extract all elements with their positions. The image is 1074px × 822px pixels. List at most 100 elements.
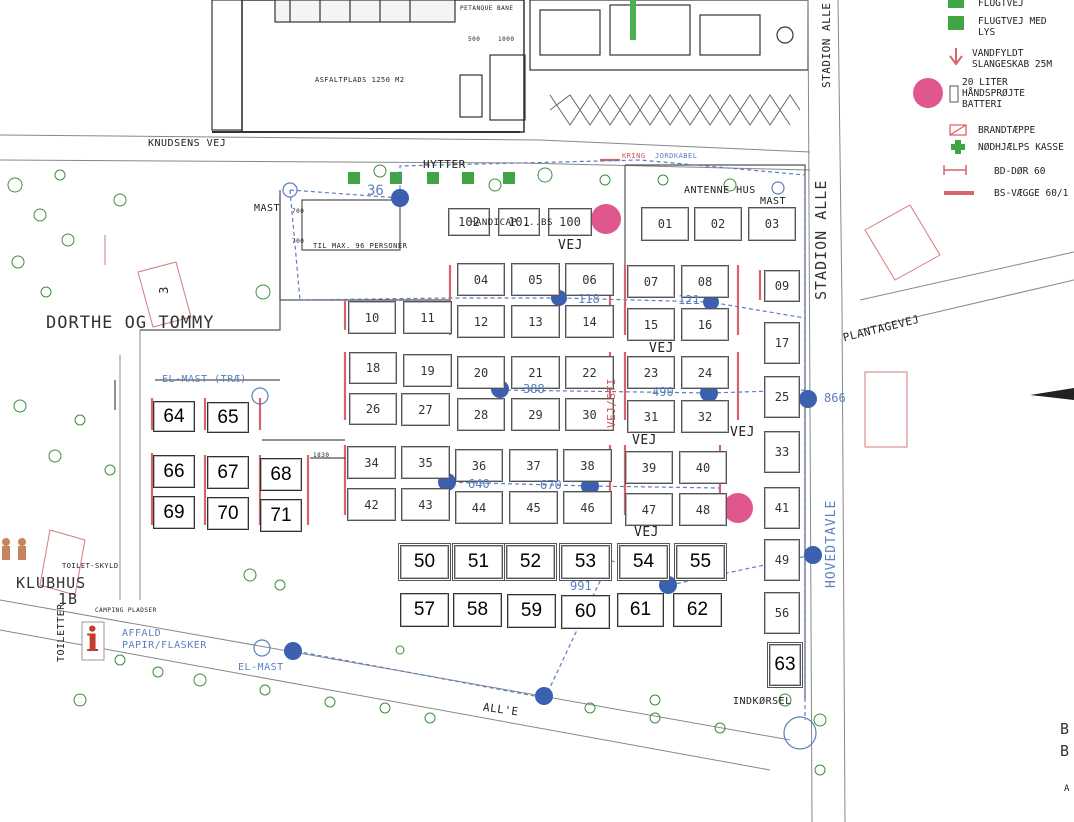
- pitch-11[interactable]: 11: [403, 301, 452, 334]
- pitch-15[interactable]: 15: [627, 308, 675, 341]
- pitch-08[interactable]: 08: [681, 265, 729, 298]
- pitch-58[interactable]: 58: [453, 593, 502, 627]
- pitch-100[interactable]: 100: [548, 208, 592, 236]
- pitch-60[interactable]: 60: [561, 595, 610, 629]
- pitch-51[interactable]: 51: [452, 543, 505, 581]
- pitch-13[interactable]: 13: [511, 305, 560, 338]
- pitch-101[interactable]: 101: [498, 208, 540, 236]
- road-vej-3: VEJ: [632, 433, 657, 448]
- pitch-53[interactable]: 53: [559, 543, 612, 581]
- pitch-59[interactable]: 59: [507, 594, 556, 628]
- pitch-68[interactable]: 68: [260, 458, 302, 491]
- jordkabel-label: JORDKABEL: [655, 152, 698, 160]
- pitch-25[interactable]: 25: [764, 376, 800, 418]
- pitch-23[interactable]: 23: [627, 356, 675, 389]
- road-vejsti: VEJ/STI: [605, 378, 618, 428]
- pitch-35[interactable]: 35: [401, 446, 450, 479]
- pitch-09[interactable]: 09: [764, 270, 800, 302]
- pitch-22[interactable]: 22: [565, 356, 614, 389]
- pitch-67[interactable]: 67: [207, 456, 249, 489]
- pitch-12[interactable]: 12: [457, 305, 505, 338]
- pitch-46[interactable]: 46: [563, 491, 612, 524]
- pitch-17[interactable]: 17: [764, 322, 800, 364]
- pitch-03[interactable]: 03: [748, 207, 796, 241]
- pitch-21[interactable]: 21: [511, 356, 560, 389]
- pitch-49[interactable]: 49: [764, 539, 800, 581]
- pitch-20[interactable]: 20: [457, 356, 505, 389]
- pitch-26[interactable]: 26: [349, 393, 397, 425]
- pitch-56[interactable]: 56: [764, 592, 800, 634]
- street-stadion-alle: STADION ALLE: [812, 179, 830, 300]
- max-persons-label: TIL MAX. 96 PERSONER: [313, 242, 408, 250]
- klubhus-label: KLUBHUS: [16, 574, 87, 592]
- road-vej-1: VEJ: [558, 238, 583, 253]
- pitch-14[interactable]: 14: [565, 305, 614, 338]
- street-knudsens-vej: KNUDSENS VEJ: [148, 138, 227, 149]
- pitch-44[interactable]: 44: [455, 491, 503, 524]
- pitch-54[interactable]: 54: [617, 543, 670, 581]
- pitch-36[interactable]: 36: [455, 449, 503, 482]
- pitch-28[interactable]: 28: [457, 398, 505, 431]
- pitch-63[interactable]: 63: [767, 642, 803, 688]
- cut-letter-b2: B: [1060, 742, 1071, 760]
- pitch-64[interactable]: 64: [153, 401, 195, 432]
- pitch-66[interactable]: 66: [153, 455, 195, 488]
- pitch-19[interactable]: 19: [403, 354, 452, 387]
- pitch-70[interactable]: 70: [207, 497, 249, 530]
- pitch-02[interactable]: 02: [694, 207, 742, 241]
- pitch-48[interactable]: 48: [679, 493, 727, 526]
- pitch-41[interactable]: 41: [764, 487, 800, 529]
- pitch-55[interactable]: 55: [674, 543, 727, 581]
- pitch-06[interactable]: 06: [565, 263, 614, 296]
- pitch-33[interactable]: 33: [764, 431, 800, 473]
- pitch-29[interactable]: 29: [511, 398, 560, 431]
- pitch-37[interactable]: 37: [509, 449, 558, 482]
- pitch-102[interactable]: 102: [448, 208, 490, 236]
- legend-icons: [913, 0, 974, 195]
- north-arrow: [1030, 388, 1074, 400]
- pitch-27[interactable]: 27: [401, 393, 450, 426]
- info-icon[interactable]: i: [86, 620, 99, 660]
- pitch-50[interactable]: 50: [398, 543, 451, 581]
- pitch-69[interactable]: 69: [153, 496, 195, 529]
- legend-flugtvej: FLUGTVEJ: [978, 0, 1024, 9]
- pitch-42[interactable]: 42: [347, 488, 396, 521]
- pitch-65[interactable]: 65: [207, 402, 249, 433]
- neighbor-houses: [39, 204, 941, 596]
- pitch-45[interactable]: 45: [509, 491, 558, 524]
- pitch-43[interactable]: 43: [401, 488, 450, 521]
- pitch-10[interactable]: 10: [348, 301, 396, 334]
- legend-vandfyldt: VANDFYLDT SLANGESKAB 25M: [972, 48, 1053, 70]
- el-mast-label: EL-MAST: [238, 662, 284, 673]
- cable-number: 640: [468, 477, 490, 491]
- pitch-31[interactable]: 31: [627, 400, 675, 433]
- pitch-01[interactable]: 01: [641, 207, 689, 241]
- pitch-30[interactable]: 30: [565, 398, 614, 431]
- pitch-16[interactable]: 16: [681, 308, 729, 341]
- pitch-04[interactable]: 04: [457, 263, 505, 296]
- pitch-38[interactable]: 38: [563, 449, 612, 482]
- pitch-62[interactable]: 62: [673, 593, 722, 627]
- dimension-label: 1830: [313, 452, 330, 459]
- pitch-07[interactable]: 07: [627, 265, 675, 298]
- pitch-71[interactable]: 71: [260, 499, 302, 532]
- hovedtavle-label: HOVEDTAVLE: [824, 499, 839, 588]
- pitch-24[interactable]: 24: [681, 356, 729, 389]
- pitch-47[interactable]: 47: [625, 493, 673, 526]
- pitch-34[interactable]: 34: [347, 446, 396, 479]
- indkorsel-label: INDKØRSEL: [733, 696, 792, 707]
- pitch-18[interactable]: 18: [349, 352, 397, 384]
- pitch-39[interactable]: 39: [625, 451, 673, 484]
- cable-number: 490: [652, 385, 674, 399]
- pitch-52[interactable]: 52: [504, 543, 557, 581]
- dimension-label: 1000: [498, 36, 515, 43]
- pitch-57[interactable]: 57: [400, 593, 449, 627]
- pitch-61[interactable]: 61: [617, 593, 664, 627]
- pitch-05[interactable]: 05: [511, 263, 560, 296]
- dorthe-og-tommy-label: DORTHE OG TOMMY: [46, 313, 215, 333]
- toilet-skyld-label: TOILET-SKYLD: [62, 562, 119, 570]
- info-icon-frame: [81, 621, 105, 661]
- kring-label: KRING: [622, 152, 646, 160]
- pitch-40[interactable]: 40: [679, 451, 727, 484]
- pitch-32[interactable]: 32: [681, 400, 729, 433]
